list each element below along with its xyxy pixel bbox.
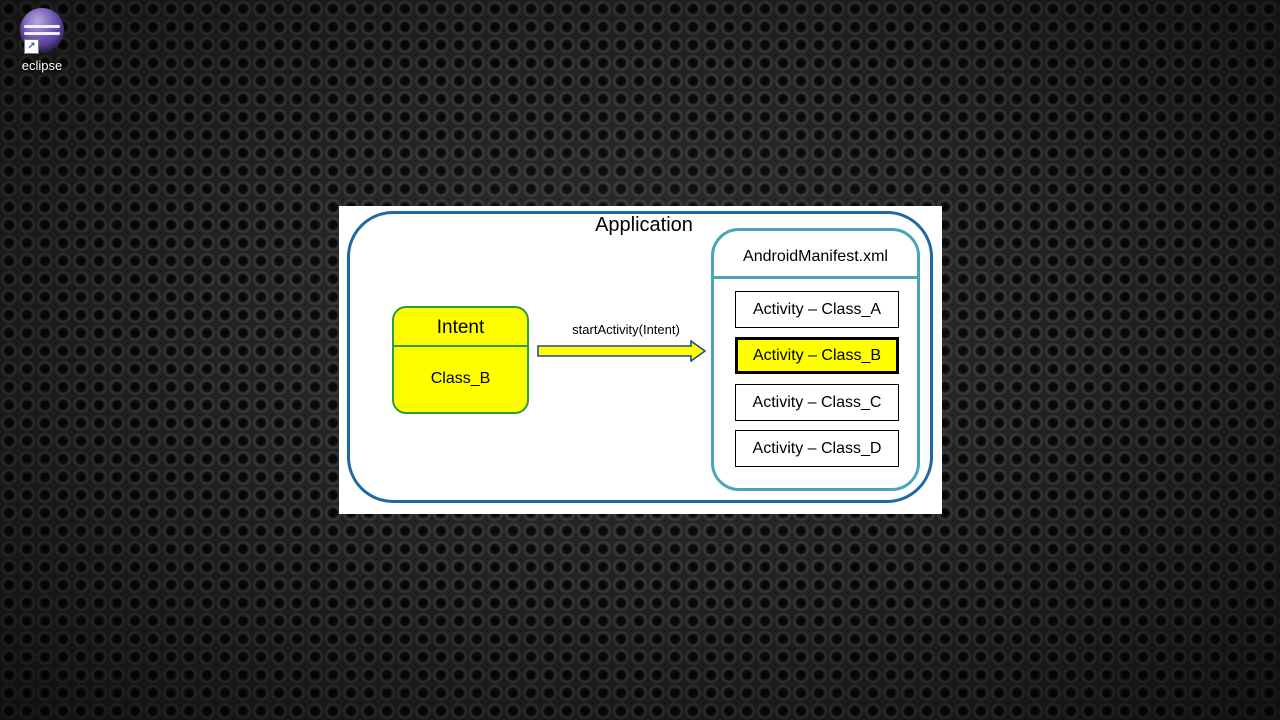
manifest-container: AndroidManifest.xml Activity – Class_A A… xyxy=(711,228,920,491)
intent-title: Intent xyxy=(394,308,527,347)
start-activity-arrow-icon xyxy=(537,340,707,362)
desktop-icon-label: eclipse xyxy=(21,58,63,73)
application-title: Application xyxy=(595,214,693,236)
intent-target: Class_B xyxy=(430,370,491,387)
presentation-slide: Application Intent Class_B startActivity… xyxy=(339,206,942,514)
activity-class-d: Activity – Class_D xyxy=(735,430,899,467)
shortcut-arrow-icon: ↗ xyxy=(24,39,39,54)
desktop-icon-eclipse[interactable]: ↗ eclipse xyxy=(12,8,72,73)
application-container xyxy=(347,211,933,503)
manifest-title: AndroidManifest.xml xyxy=(714,231,917,279)
eclipse-logo-icon: ↗ xyxy=(20,8,64,54)
intent-box: Intent Class_B xyxy=(392,306,529,414)
activity-class-c: Activity – Class_C xyxy=(735,384,899,421)
activity-class-a: Activity – Class_A xyxy=(735,291,899,328)
start-activity-label: startActivity(Intent) xyxy=(572,322,680,337)
activity-class-b-selected: Activity – Class_B xyxy=(735,337,899,374)
